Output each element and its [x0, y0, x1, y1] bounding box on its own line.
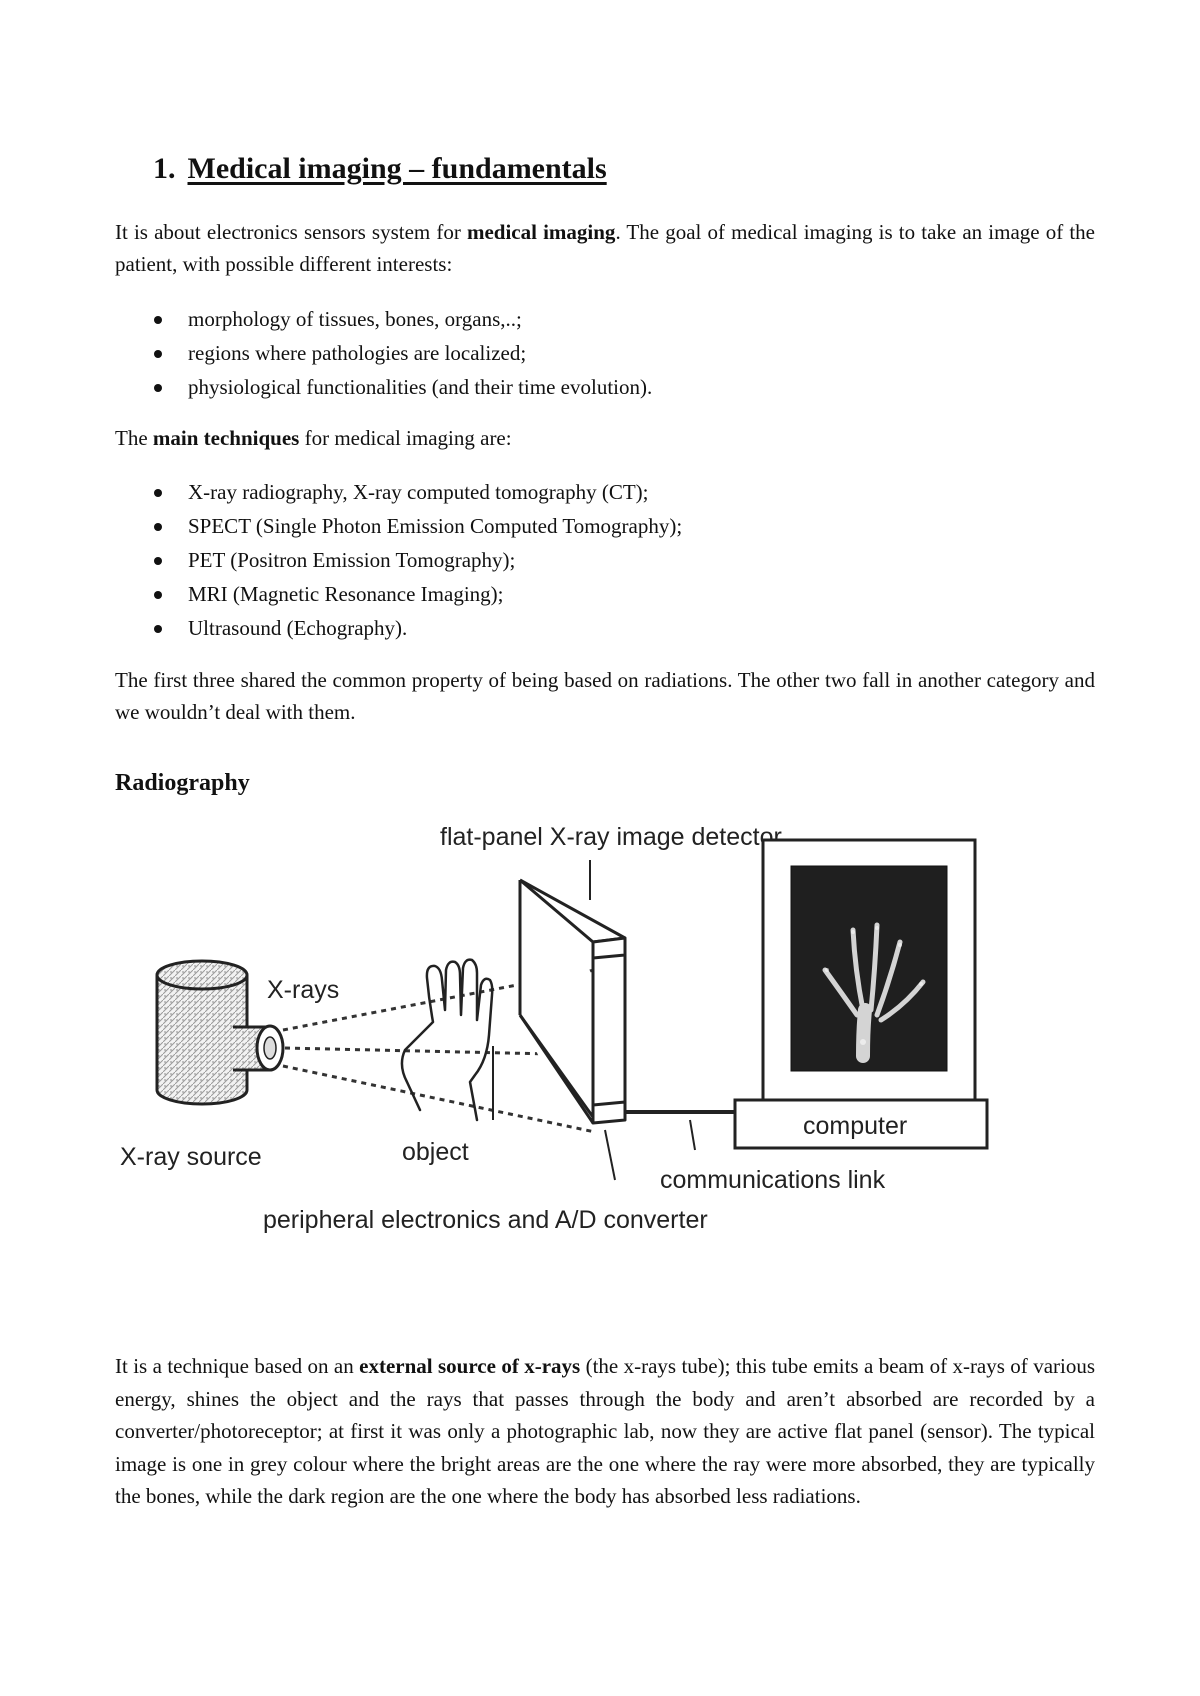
techniques-intro-post: for medical imaging are: — [299, 426, 512, 450]
list-item: X-ray radiography, X-ray computed tomogr… — [150, 475, 1050, 509]
techniques-intro-bold: main techniques — [152, 426, 300, 450]
intro-text-bold: medical imaging — [466, 220, 616, 244]
list-item: Ultrasound (Echography). — [150, 611, 1050, 645]
xrays-label: X-rays — [267, 976, 339, 1004]
detector-label: flat-panel X-ray image detector — [440, 823, 782, 851]
interests-list: morphology of tissues, bones, organs,..;… — [150, 302, 1050, 404]
list-item: SPECT (Single Photon Emission Computed T… — [150, 509, 1050, 543]
xray-source-icon — [155, 959, 285, 1106]
object-label: object — [402, 1138, 469, 1166]
computer-monitor-icon — [733, 838, 989, 1150]
electronics-label: peripheral electronics and A/D converter — [263, 1206, 708, 1234]
section-heading: 1. Medical imaging – fundamentals — [153, 152, 607, 186]
list-item: MRI (Magnetic Resonance Imaging); — [150, 577, 1050, 611]
communications-link-label: communications link — [660, 1166, 886, 1194]
radiography-paragraph: It is a technique based on an external s… — [115, 1350, 1095, 1513]
list-item: physiological functionalities (and their… — [150, 370, 1050, 404]
radiography-diagram: flat-panel X-ray image detector X-rays X… — [120, 823, 989, 1234]
list-item: regions where pathologies are localized; — [150, 336, 1050, 370]
first-three-paragraph: The first three shared the common proper… — [115, 668, 1095, 724]
radiography-text-bold: external source of x-rays — [359, 1354, 581, 1378]
intro-text-post: . The goal of medical imaging is to take… — [115, 220, 1096, 276]
hand-object-icon — [400, 958, 494, 1122]
list-item: PET (Positron Emission Tomography); — [150, 543, 1050, 577]
techniques-intro: The main techniques for medical imaging … — [115, 422, 1095, 454]
heading-number: 1. — [153, 152, 176, 185]
xray-source-label: X-ray source — [120, 1143, 262, 1171]
radiography-heading: Radiography — [115, 770, 250, 796]
intro-text-pre: It is about electronics sensors system f… — [115, 220, 467, 244]
list-item: morphology of tissues, bones, organs,..; — [150, 302, 1050, 336]
intro-paragraph: It is about electronics sensors system f… — [115, 216, 1095, 280]
link-leader-line — [689, 1119, 696, 1151]
radiography-text-post: (the x-rays tube); this tube emits a bea… — [115, 1354, 1096, 1508]
electronics-leader-line — [604, 1129, 616, 1181]
computer-label: computer — [803, 1112, 907, 1140]
heading-title: Medical imaging – fundamentals — [187, 152, 607, 185]
flat-panel-detector-icon — [518, 878, 627, 1125]
techniques-list: X-ray radiography, X-ray computed tomogr… — [150, 475, 1050, 645]
radiography-text-pre: It is a technique based on an — [115, 1354, 360, 1378]
techniques-intro-pre: The — [115, 426, 153, 450]
